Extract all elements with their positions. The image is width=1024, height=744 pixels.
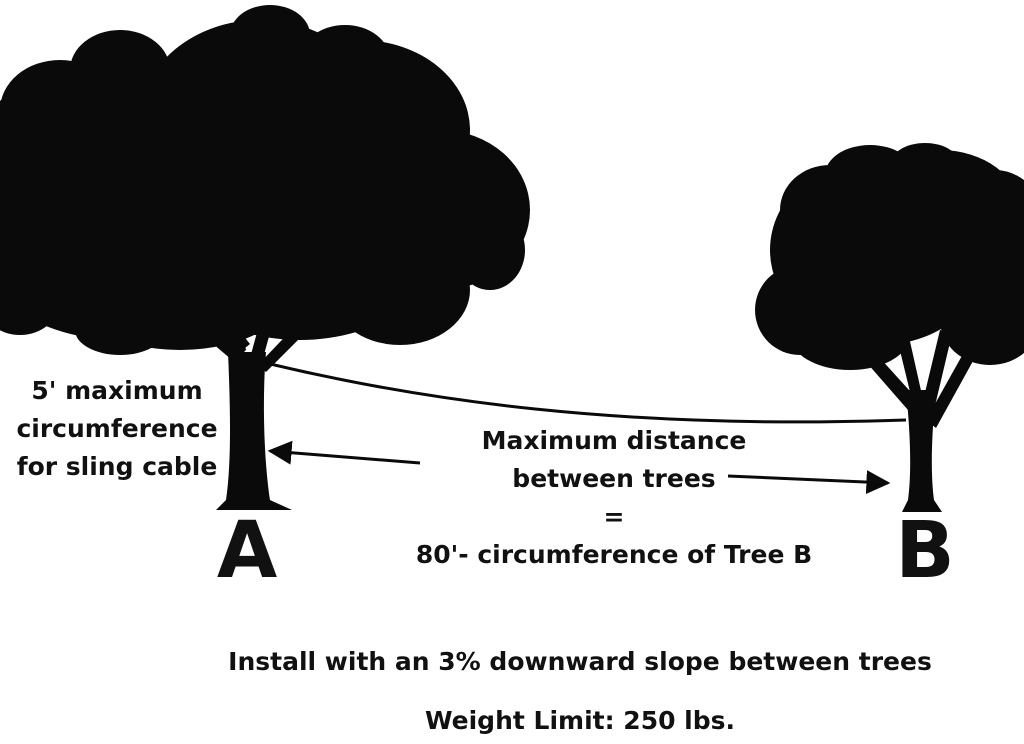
distance-line: 80'- circumference of Tree B (415, 540, 813, 569)
distance-line: = (603, 502, 625, 531)
note-line: circumference (16, 414, 218, 443)
sling-cable (265, 361, 907, 424)
arrow-left-icon (267, 440, 421, 465)
distance-label: Maximum distance between trees = 80'- ci… (358, 422, 870, 574)
arrow-right-icon (727, 470, 891, 495)
tree-b-icon (755, 143, 1024, 512)
tree-a-icon (0, 5, 530, 510)
tree-a-letter: A (216, 506, 278, 596)
tree-b-letter: B (895, 506, 955, 596)
note-line: for sling cable (16, 452, 218, 481)
distance-line: between trees (512, 464, 716, 493)
note-line: 5' maximum (31, 376, 203, 405)
tree-a-circumference-note: 5' maximum circumference for sling cable (6, 372, 228, 486)
distance-line: Maximum distance (481, 426, 747, 455)
weight-limit: Weight Limit: 250 lbs. (424, 706, 736, 735)
slope-instruction: Install with an 3% downward slope betwee… (228, 647, 932, 676)
